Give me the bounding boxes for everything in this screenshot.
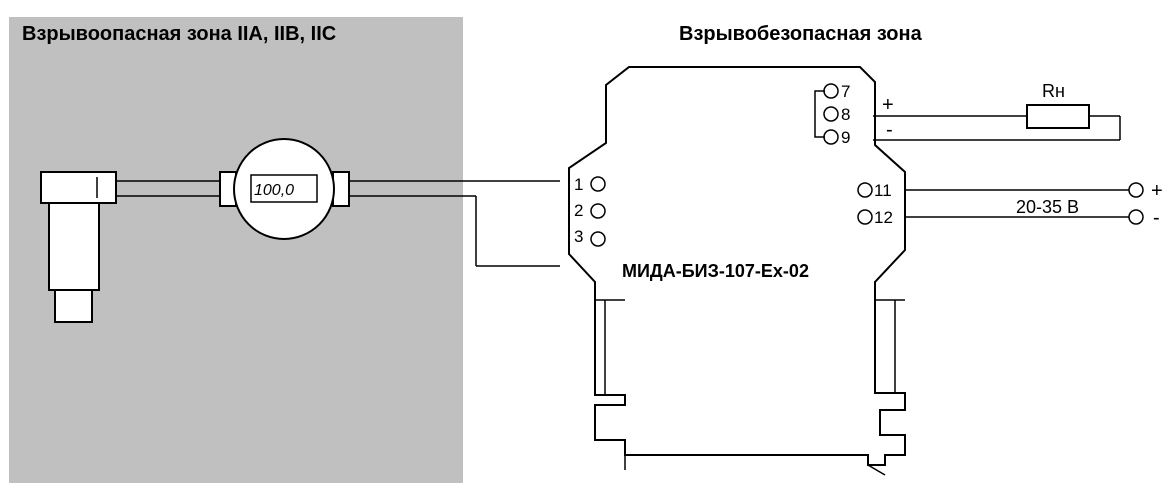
svg-text:1: 1 — [574, 175, 583, 194]
svg-text:9: 9 — [841, 128, 850, 147]
terminal-2: 2 — [574, 201, 606, 220]
pressure-sensor — [40, 171, 117, 323]
load-resistor — [1026, 104, 1090, 129]
terminal-11: 11 — [857, 181, 892, 200]
power-voltage-label: 20-35 В — [1016, 197, 1079, 217]
power-plus-sign: + — [1151, 180, 1163, 202]
terminal-8: 8 — [823, 105, 850, 124]
terminal-12: 12 — [857, 208, 893, 227]
svg-text:12: 12 — [874, 208, 893, 227]
terminal-1: 1 — [574, 175, 606, 194]
terminal-9: 9 — [823, 128, 850, 147]
svg-text:8: 8 — [841, 105, 850, 124]
barrier-housing — [568, 66, 906, 476]
load-circuit: Rн + - — [873, 81, 1121, 141]
power-minus-terminal — [1128, 209, 1144, 225]
inline-indicator: 100,0 — [219, 138, 350, 240]
terminal-7: 7 — [823, 82, 850, 101]
svg-text:2: 2 — [574, 201, 583, 220]
load-minus-sign: - — [886, 119, 893, 141]
jumper-7-9 — [814, 90, 825, 138]
svg-text:3: 3 — [574, 227, 583, 246]
power-plus-terminal — [1128, 182, 1144, 198]
load-plus-sign: + — [882, 94, 894, 116]
terminal-3: 3 — [574, 227, 606, 247]
svg-text:7: 7 — [841, 82, 850, 101]
barrier-model-label: МИДА-БИЗ-107-Ex-02 — [622, 261, 809, 281]
indicator-display-value: 100,0 — [254, 182, 294, 199]
sensor-cable — [116, 180, 222, 197]
hazardous-zone-title: Взрывоопасная зона IIA, IIB, IIC — [22, 23, 336, 45]
svg-text:11: 11 — [874, 181, 892, 200]
load-resistor-label: Rн — [1042, 81, 1065, 101]
power-circuit: 20-35 В + - — [905, 180, 1163, 229]
indicator-cable — [349, 180, 560, 267]
power-minus-sign: - — [1153, 207, 1160, 229]
safe-zone-title: Взрывобезопасная зона — [679, 23, 923, 45]
indicator-display — [250, 174, 318, 203]
